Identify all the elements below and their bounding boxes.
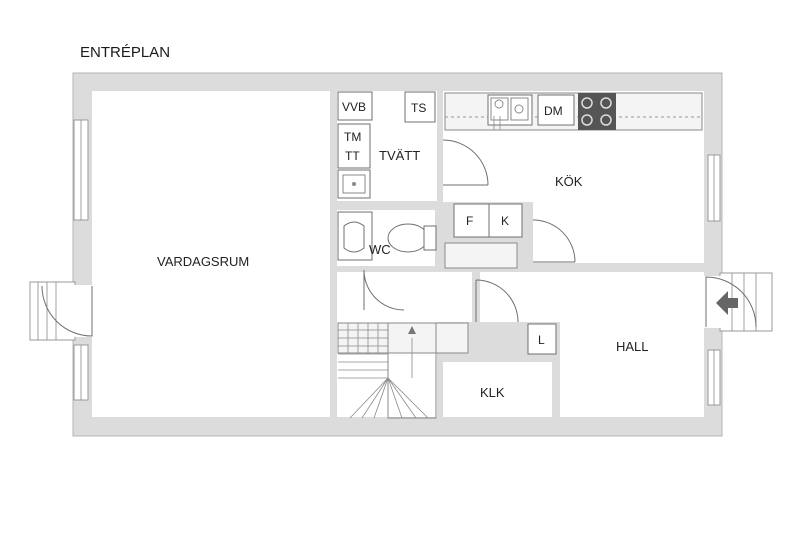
washer-dryer: [337, 123, 371, 169]
wardrobe-label: L: [538, 333, 545, 347]
entrance-arrow-icon: [716, 291, 738, 315]
dryer-label: TT: [345, 149, 360, 163]
corridor-floor: [337, 272, 472, 322]
dishwasher: [537, 94, 575, 126]
hall-floor-lower: [560, 320, 704, 417]
laundry-door-swing: [442, 139, 489, 186]
living-room-exterior-door: [29, 281, 93, 341]
drying-cabinet-label: TS: [411, 101, 426, 115]
windows: [73, 119, 721, 406]
wc-sink: [337, 211, 373, 261]
toilet-tank: [423, 225, 437, 251]
closet-door-swing: [475, 279, 519, 323]
water-heater: [337, 91, 373, 121]
wc-door-swing: [363, 269, 405, 311]
room-label-hall: HALL: [616, 339, 649, 354]
dishwasher-label: DM: [544, 104, 563, 118]
room-label-laundry: TVÄTT: [379, 148, 420, 163]
kitchen-floor-lower: [533, 200, 704, 263]
water-heater-label: VVB: [342, 100, 366, 114]
toilet: [387, 223, 429, 253]
wardrobe: [527, 323, 557, 355]
living-room-floor: [92, 91, 330, 417]
plan-title: ENTRÉPLAN: [80, 44, 170, 61]
washer-label: TM: [344, 130, 361, 144]
room-label-kitchen: KÖK: [555, 174, 583, 189]
kitchen-door-swing: [532, 219, 576, 263]
hall-floor-upper: [480, 272, 704, 322]
drying-cabinet: [404, 91, 436, 123]
fridge-label: K: [501, 214, 509, 228]
laundry-fixtures: VVB TS TM TT: [337, 91, 436, 199]
freezer-label: F: [466, 214, 473, 228]
room-label-wc: WC: [369, 242, 391, 257]
fridge: [488, 203, 523, 238]
staircase: [337, 322, 469, 419]
interior-doors: [363, 139, 576, 323]
hall-bench: [444, 242, 518, 269]
stair-direction-arrow-icon: [408, 326, 416, 334]
room-label-closet: KLK: [480, 385, 505, 400]
wc-fixtures: [337, 211, 437, 261]
left-steps: [29, 281, 76, 341]
room-label-living: VARDAGSRUM: [157, 254, 249, 269]
main-entrance: [703, 272, 773, 332]
kitchen-fixtures: DM F K: [444, 92, 703, 269]
closet-floor: [443, 362, 552, 417]
